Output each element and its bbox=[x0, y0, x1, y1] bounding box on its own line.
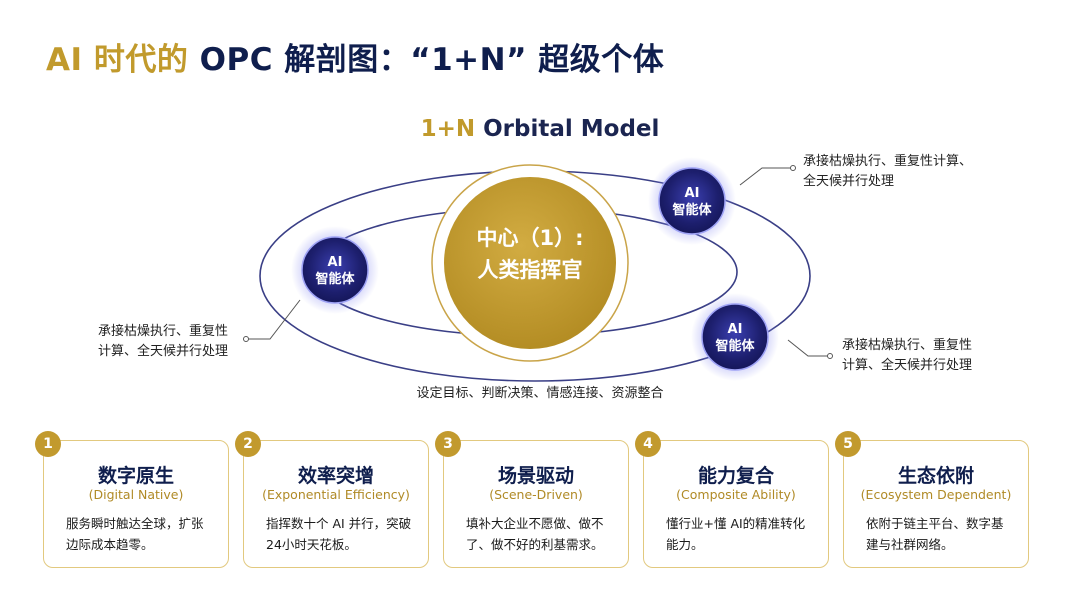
card-description: 指挥数十个 AI 并行，突破24小时天花板。 bbox=[266, 513, 414, 555]
card-number-badge: 4 bbox=[635, 431, 661, 457]
card-title: 生态依附 bbox=[844, 461, 1028, 488]
agent-bottom-right-label-line2: 智能体 bbox=[695, 338, 775, 355]
card-subtitle: (Digital Native) bbox=[44, 487, 228, 502]
card-description: 服务瞬时触达全球，扩张边际成本趋零。 bbox=[66, 513, 214, 555]
card-description: 填补大企业不愿做、做不了、做不好的利基需求。 bbox=[466, 513, 614, 555]
agent-bottom-right-note-line2: 计算、全天候并行处理 bbox=[842, 356, 972, 376]
agent-left-note: 承接枯燥执行、重复性 计算、全天候并行处理 bbox=[98, 322, 228, 362]
agent-top-right-label-line1: AI bbox=[652, 185, 732, 202]
agent-bottom-right-label-line1: AI bbox=[695, 321, 775, 338]
card-description: 依附于链主平台、数字基建与社群网络。 bbox=[866, 513, 1014, 555]
agent-top-right-note-line1: 承接枯燥执行、重复性计算、 bbox=[803, 152, 972, 172]
feature-card-4: 4 能力复合 (Composite Ability) 懂行业+懂 AI的精准转化… bbox=[643, 440, 829, 568]
card-number-badge: 1 bbox=[35, 431, 61, 457]
card-subtitle: (Composite Ability) bbox=[644, 487, 828, 502]
agent-bottom-right-label: AI 智能体 bbox=[695, 321, 775, 355]
card-subtitle: (Exponential Efficiency) bbox=[244, 487, 428, 502]
center-note: 设定目标、判断决策、情感连接、资源整合 bbox=[0, 384, 1080, 404]
card-title: 数字原生 bbox=[44, 461, 228, 488]
agent-top-right-note: 承接枯燥执行、重复性计算、 全天候并行处理 bbox=[803, 152, 972, 192]
agent-left-note-line2: 计算、全天候并行处理 bbox=[98, 342, 228, 362]
feature-card-2: 2 效率突增 (Exponential Efficiency) 指挥数十个 AI… bbox=[243, 440, 429, 568]
agent-top-right-label: AI 智能体 bbox=[652, 185, 732, 219]
center-label-line1: 中心（1）: bbox=[445, 222, 615, 254]
agent-left-label-line2: 智能体 bbox=[295, 271, 375, 288]
card-subtitle: (Ecosystem Dependent) bbox=[844, 487, 1028, 502]
agent-bottom-right-note: 承接枯燥执行、重复性 计算、全天候并行处理 bbox=[842, 336, 972, 376]
agent-bottom-right-note-line1: 承接枯燥执行、重复性 bbox=[842, 336, 972, 356]
center-label: 中心（1）: 人类指挥官 bbox=[445, 222, 615, 286]
agent-top-right-label-line2: 智能体 bbox=[652, 202, 732, 219]
agent-left-note-line1: 承接枯燥执行、重复性 bbox=[98, 322, 228, 342]
feature-card-3: 3 场景驱动 (Scene-Driven) 填补大企业不愿做、做不了、做不好的利… bbox=[443, 440, 629, 568]
card-title: 能力复合 bbox=[644, 461, 828, 488]
card-title: 场景驱动 bbox=[444, 461, 628, 488]
card-number-badge: 3 bbox=[435, 431, 461, 457]
card-number-badge: 5 bbox=[835, 431, 861, 457]
feature-card-5: 5 生态依附 (Ecosystem Dependent) 依附于链主平台、数字基… bbox=[843, 440, 1029, 568]
agent-top-right-note-line2: 全天候并行处理 bbox=[803, 172, 972, 192]
connector-top-right bbox=[740, 168, 793, 185]
feature-card-1: 1 数字原生 (Digital Native) 服务瞬时触达全球，扩张边际成本趋… bbox=[43, 440, 229, 568]
card-title: 效率突增 bbox=[244, 461, 428, 488]
center-label-line2: 人类指挥官 bbox=[445, 254, 615, 286]
connector-left bbox=[246, 300, 300, 339]
card-description: 懂行业+懂 AI的精准转化能力。 bbox=[666, 513, 814, 555]
agent-left-label: AI 智能体 bbox=[295, 254, 375, 288]
card-number-badge: 2 bbox=[235, 431, 261, 457]
connector-bottom-right bbox=[788, 340, 830, 356]
card-subtitle: (Scene-Driven) bbox=[444, 487, 628, 502]
agent-left-label-line1: AI bbox=[295, 254, 375, 271]
